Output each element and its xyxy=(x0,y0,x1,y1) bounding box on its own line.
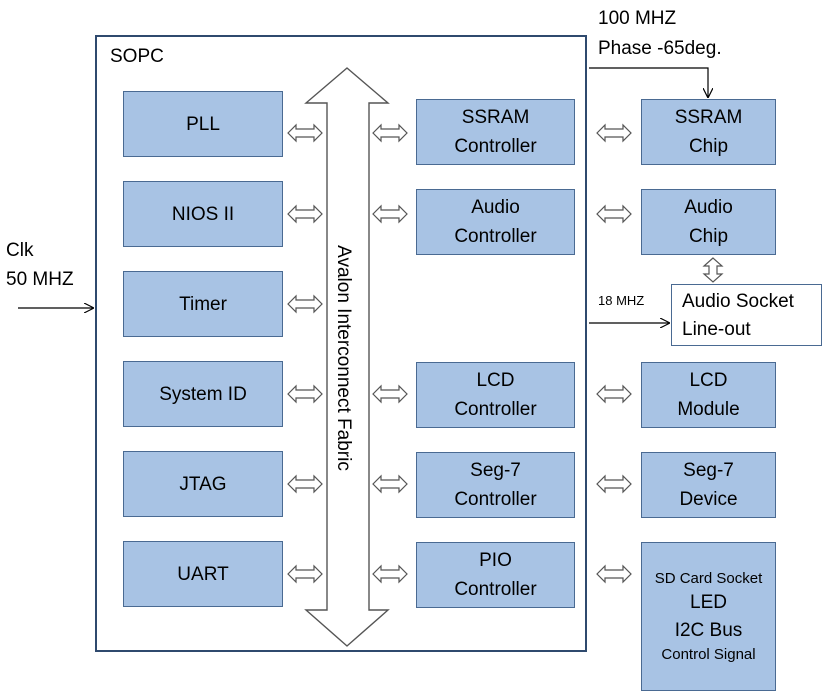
audio-controller-link-arrow xyxy=(372,205,408,223)
avalon-fabric-bus xyxy=(304,67,390,647)
nios-link-arrow xyxy=(287,205,323,223)
jtag-link-arrow xyxy=(287,475,323,493)
lcd-device-link-arrow xyxy=(596,385,632,403)
audio-socket-link-arrow xyxy=(703,257,723,283)
nios-ii-block: NIOS II xyxy=(123,181,283,247)
uart-link-arrow xyxy=(287,565,323,583)
ssram-controller-link-arrow xyxy=(372,124,408,142)
audio-clock-label: 18 MHZ xyxy=(598,293,645,308)
clk-label: Clk xyxy=(6,240,34,261)
pio-device-block: SD Card Socket LED I2C Bus Control Signa… xyxy=(641,542,776,691)
ssram-clock-label: 100 MHZ xyxy=(598,8,677,29)
ssram-clock-line xyxy=(589,67,708,97)
uart-block: UART xyxy=(123,541,283,607)
jtag-block: JTAG xyxy=(123,451,283,517)
clk-frequency-label: 50 MHZ xyxy=(6,269,74,290)
sopc-label: SOPC xyxy=(110,46,164,67)
timer-block: Timer xyxy=(123,271,283,337)
seg7-device-link-arrow xyxy=(596,475,632,493)
seg7-controller-link-arrow xyxy=(372,475,408,493)
timer-link-arrow xyxy=(287,295,323,313)
system-id-link-arrow xyxy=(287,385,323,403)
lcd-controller-link-arrow xyxy=(372,385,408,403)
pll-link-arrow xyxy=(287,124,323,142)
pio-device-link-arrow xyxy=(596,565,632,583)
fabric-label: Avalon Interconnect Fabric xyxy=(333,245,354,471)
system-id-block: System ID xyxy=(123,361,283,427)
ssram-device-link-arrow xyxy=(596,124,632,142)
pio-controller-link-arrow xyxy=(372,565,408,583)
audio-device-link-arrow xyxy=(596,205,632,223)
ssram-clock-phase-label: Phase -65deg. xyxy=(598,38,722,59)
pll-block: PLL xyxy=(123,91,283,157)
